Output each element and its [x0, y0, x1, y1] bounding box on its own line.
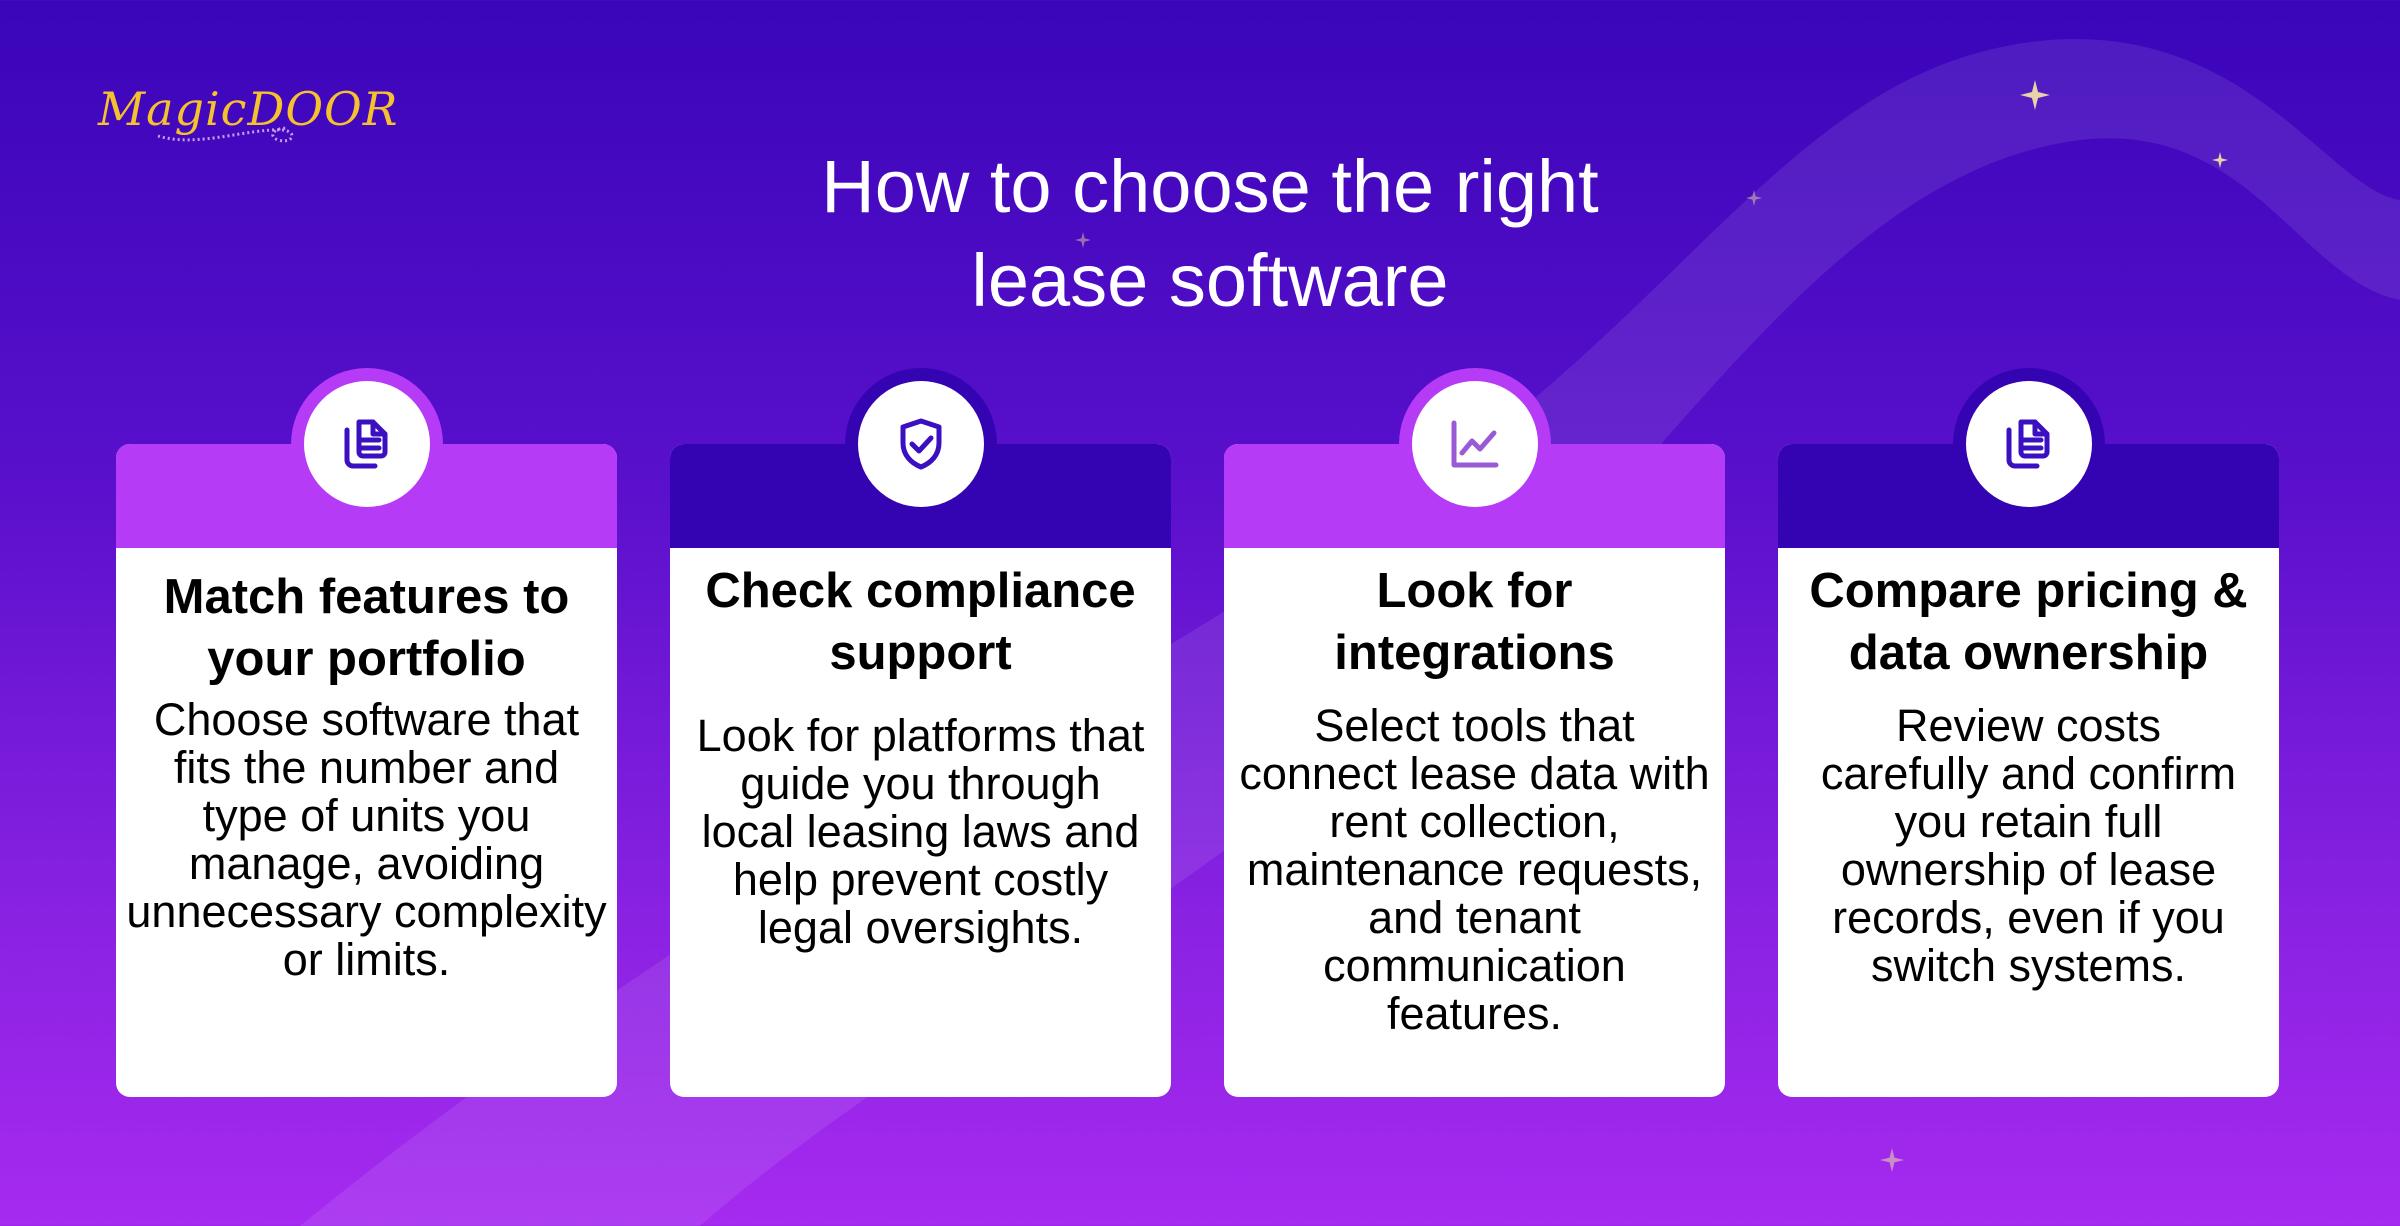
title-line-2: lease software	[971, 239, 1449, 322]
card-body: Select tools that connect lease data wit…	[1239, 700, 1710, 1039]
sparkle-icon	[1880, 1148, 1904, 1172]
card-integrations: Look for integrations Select tools that …	[1224, 368, 1725, 1097]
card-pricing: Compare pricing & data ownership Review …	[1778, 368, 2279, 1097]
document-copy-icon	[344, 419, 387, 469]
sparkle-icon	[1746, 190, 1762, 206]
card-match-features: Match features to your portfolio Choose …	[116, 368, 617, 1097]
chart-line-icon	[1451, 420, 1498, 468]
sparkle-icon	[2020, 80, 2050, 110]
sparkle-icon	[2212, 152, 2228, 168]
sparkle-icon	[1075, 232, 1091, 248]
card-title: Match features to your portfolio	[163, 570, 570, 686]
card-body: Look for platforms that guide you throug…	[696, 710, 1145, 953]
icon-circle	[1965, 381, 2092, 507]
page-title: How to choose the right lease software	[0, 140, 2400, 328]
card-compliance: Check compliance support Look for platfo…	[670, 368, 1171, 1097]
icon-circle	[303, 381, 430, 507]
document-copy-icon	[2006, 419, 2049, 469]
shield-check-icon	[900, 418, 941, 470]
title-line-1: How to choose the right	[821, 145, 1599, 228]
icon-circle	[1411, 381, 1538, 507]
magicdoor-logo: MagicDOOR	[98, 78, 397, 158]
card-title: Compare pricing & data ownership	[1809, 564, 2248, 680]
card-title: Check compliance support	[705, 564, 1136, 680]
card-body: Review costs carefully and confirm you r…	[1820, 700, 2237, 991]
card-body: Choose software that fits the number and…	[126, 694, 607, 985]
card-title: Look for integrations	[1334, 564, 1615, 680]
icon-circle	[857, 381, 984, 507]
